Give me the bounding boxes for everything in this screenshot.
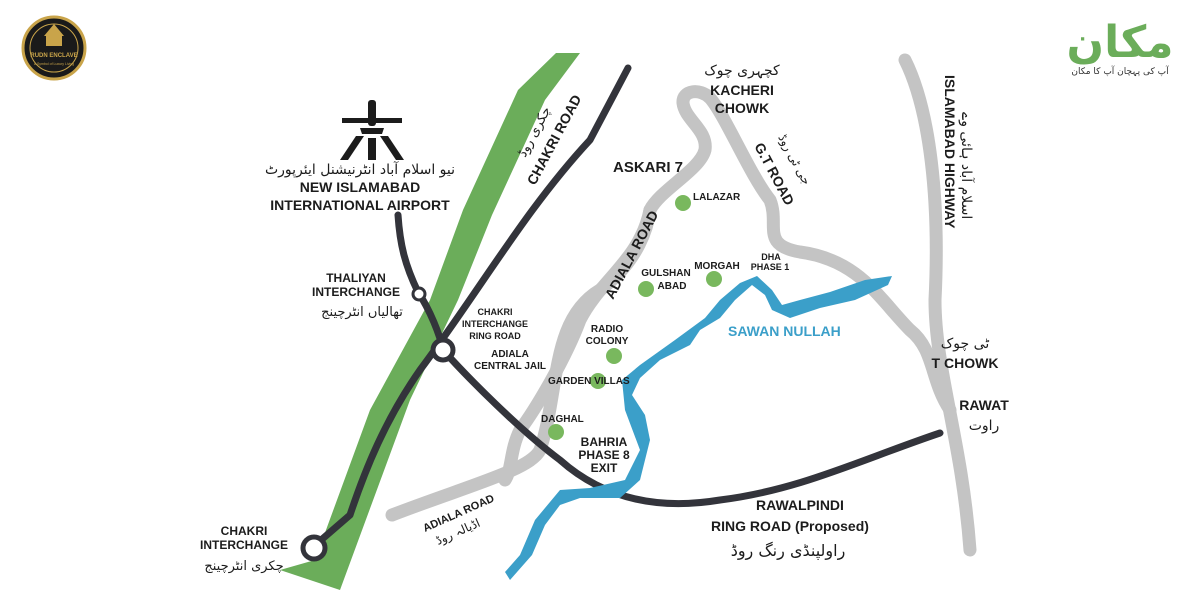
rudn-enclave-logo: RUDN ENCLAVE A Symbol of Luxury Living (21, 15, 87, 81)
highway-label: ISLAMABAD HIGHWAY (942, 75, 958, 229)
morgah-dot (706, 271, 722, 287)
garden-villas-dot (590, 373, 606, 389)
islamabad-highway-road (898, 53, 977, 557)
radio-colony-dot (606, 348, 622, 364)
chakri-label-1: CHAKRI (221, 524, 268, 538)
ring-road-road (394, 211, 944, 508)
ring-road-urdu-label: راولپنڈی رنگ روڈ (731, 541, 846, 561)
thaliyan-label-2: INTERCHANGE (312, 285, 400, 299)
garden-villas-label: GARDEN VILLAS (548, 376, 630, 387)
ring-road-label-1: RAWALPINDI (756, 497, 844, 513)
jail-label-1: ADIALA (491, 349, 529, 360)
morgah-label: MORGAH (694, 261, 740, 272)
daghal-label: DAGHAL (541, 414, 584, 425)
thaliyan-label-1: THALIYAN (326, 271, 386, 285)
chakri-interchange-marker (300, 534, 328, 562)
svg-text:A Symbol of Luxury Living: A Symbol of Luxury Living (34, 62, 74, 66)
chakri-label-2: INTERCHANGE (200, 538, 288, 552)
askari-label: ASKARI 7 (613, 159, 683, 176)
kacheri-label-2: CHOWK (715, 100, 769, 116)
ring-road-label-2: RING ROAD (Proposed) (711, 518, 869, 534)
place-dots (548, 195, 722, 440)
adiala-road-road (498, 203, 657, 487)
kacheri-label-1: KACHERI (710, 82, 774, 98)
bahria-label-2: PHASE 8 (578, 448, 630, 462)
airport-label-2: INTERNATIONAL AIRPORT (270, 197, 450, 213)
airport-urdu-label: نیو اسلام آباد انٹرنیشنل ایئرپورٹ (265, 161, 455, 178)
tchowk-urdu-label: ٹی چوک (941, 336, 990, 352)
chakri-urdu-label: چکری انٹرچینج (204, 559, 283, 574)
tchowk-label: T CHOWK (932, 355, 999, 371)
dha-label-1: DHA (761, 252, 781, 262)
jail-label-2: CENTRAL JAIL (474, 361, 546, 372)
radio-label-1: RADIO (591, 324, 623, 335)
thaliyan-urdu-label: تھالیاں انٹرچینج (321, 305, 403, 320)
gulshan-label-1: GULSHAN (641, 268, 690, 279)
airport-label-1: NEW ISLAMABAD (300, 179, 421, 195)
svg-text:آپ کی پہچان آپ کا مکان: آپ کی پہچان آپ کا مکان (1071, 65, 1169, 77)
svg-text:مکان: مکان (1067, 17, 1174, 68)
kacheri-urdu-label: کچہری چوک (704, 63, 780, 79)
svg-text:RUDN ENCLAVE: RUDN ENCLAVE (30, 53, 77, 59)
chakri-ring-label-3: RING ROAD (469, 331, 521, 341)
chakri-road-road (309, 64, 632, 551)
bahria-label-1: BAHRIA (581, 435, 628, 449)
makaan-logo: مکان آپ کی پہچان آپ کا مکان (1067, 17, 1174, 77)
chakri-ring-label-1: CHAKRI (478, 307, 513, 317)
thaliyan-interchange-marker (411, 286, 427, 302)
chakri-ring-interchange-marker (430, 337, 456, 363)
daghal-dot (548, 424, 564, 440)
gulshan-label-2: ABAD (658, 281, 687, 292)
sawan-nullah-label: SAWAN NULLAH (728, 323, 841, 339)
rawat-label: RAWAT (959, 397, 1009, 413)
bahria-label-3: EXIT (591, 461, 618, 475)
lalazar-dot (675, 195, 691, 211)
rawat-urdu-label: راوت (969, 418, 1000, 434)
highway-urdu-label: اسلام آباد ہائی وے (958, 112, 975, 219)
dha-label-2: PHASE 1 (751, 262, 790, 272)
radio-label-2: COLONY (586, 336, 629, 347)
airport-plane-icon (340, 100, 404, 160)
sawan-nullah-river (505, 276, 892, 580)
lalazar-label: LALAZAR (693, 192, 741, 203)
gulshan-abad-dot (638, 281, 654, 297)
chakri-ring-label-2: INTERCHANGE (462, 319, 528, 329)
